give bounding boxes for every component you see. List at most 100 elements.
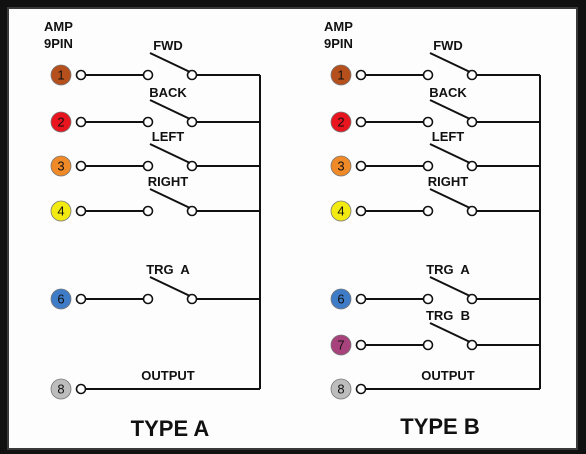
pin-terminal — [355, 205, 367, 217]
pin-number: 1 — [57, 68, 64, 83]
pin-color-dot — [330, 378, 352, 400]
pin-number: 2 — [337, 115, 344, 130]
pin-number: 3 — [337, 159, 344, 174]
switch-left: LEFT — [86, 129, 260, 172]
switch-right: RIGHT — [366, 174, 540, 217]
header-9pin-label: 9PIN — [44, 36, 73, 51]
pin-number: 3 — [57, 159, 64, 174]
switch-blade — [429, 143, 471, 164]
pin-number: 1 — [337, 68, 344, 83]
switch-contact-right — [466, 116, 478, 128]
switch-contact-right — [186, 69, 198, 81]
pin-6: 6 — [330, 288, 367, 310]
pin-terminal — [355, 339, 367, 351]
switch-contact-left — [142, 160, 154, 172]
switch-blade — [149, 143, 191, 164]
switch-contact-right — [466, 293, 478, 305]
switch-contact-right — [186, 293, 198, 305]
pin-6: 6 — [50, 288, 87, 310]
pin-number: 4 — [337, 204, 344, 219]
pin-1: 1 — [330, 64, 367, 86]
switch-contact-left — [142, 69, 154, 81]
switch-blade — [429, 276, 471, 297]
output-line: OUTPUT — [366, 368, 540, 390]
switch-left: LEFT — [366, 129, 540, 172]
output-line: OUTPUT — [86, 368, 260, 390]
switch-blade — [429, 322, 471, 343]
pin-number: 4 — [57, 204, 64, 219]
switch-right: RIGHT — [86, 174, 260, 217]
pin-terminal — [75, 383, 87, 395]
pin-terminal — [75, 69, 87, 81]
pin-terminal — [355, 69, 367, 81]
pin-2: 2 — [330, 111, 367, 133]
pin-color-dot — [50, 200, 72, 222]
switch-fwd: FWD — [86, 38, 260, 81]
pin-3: 3 — [50, 155, 87, 177]
switch-blade — [429, 99, 471, 120]
pin-color-dot — [330, 200, 352, 222]
switch-blade — [149, 99, 191, 120]
switch-contact-left — [422, 69, 434, 81]
switch-blade — [149, 52, 191, 73]
switch-blade — [149, 276, 191, 297]
pin-3: 3 — [330, 155, 367, 177]
switch-contact-right — [466, 160, 478, 172]
pin-color-dot — [50, 155, 72, 177]
pin-terminal — [75, 160, 87, 172]
pin-number: 8 — [57, 382, 64, 397]
pin-terminal — [75, 116, 87, 128]
pin-terminal — [355, 293, 367, 305]
switch-blade — [429, 188, 471, 209]
switch-label: LEFT — [432, 129, 465, 144]
pin-1: 1 — [50, 64, 87, 86]
switch-contact-left — [422, 116, 434, 128]
switch-label: LEFT — [152, 129, 185, 144]
switch-contact-right — [186, 160, 198, 172]
switch-contact-right — [466, 339, 478, 351]
switch-contact-right — [186, 205, 198, 217]
switch-contact-left — [142, 116, 154, 128]
pin-terminal — [75, 205, 87, 217]
switch-label: TRG B — [426, 308, 470, 323]
diagram-title: TYPE A — [131, 416, 210, 441]
switch-contact-right — [466, 69, 478, 81]
pin-4: 4 — [330, 200, 367, 222]
pin-number: 8 — [337, 382, 344, 397]
pin-color-dot — [330, 64, 352, 86]
switch-label: FWD — [433, 38, 463, 53]
switch-contact-left — [142, 205, 154, 217]
pin-number: 7 — [337, 338, 344, 353]
pin-terminal — [355, 383, 367, 395]
switch-label: RIGHT — [148, 174, 189, 189]
switch-contact-left — [422, 160, 434, 172]
switch-contact-left — [142, 293, 154, 305]
switch-label: FWD — [153, 38, 183, 53]
switch-blade — [429, 52, 471, 73]
pin-7: 7 — [330, 334, 367, 356]
pin-color-dot — [330, 111, 352, 133]
header-9pin-label: 9PIN — [324, 36, 353, 51]
pin-8: 8 — [330, 378, 367, 400]
switch-back: BACK — [366, 85, 540, 128]
switch-fwd: FWD — [366, 38, 540, 81]
pin-color-dot — [50, 288, 72, 310]
output-label: OUTPUT — [421, 368, 475, 383]
pin-color-dot — [330, 334, 352, 356]
switch-contact-left — [422, 205, 434, 217]
pin-4: 4 — [50, 200, 87, 222]
diagram-title: TYPE B — [400, 414, 479, 439]
switch-trg-a: TRG A — [86, 262, 260, 305]
switch-blade — [149, 188, 191, 209]
switch-back: BACK — [86, 85, 260, 128]
switch-trg-b: TRG B — [366, 308, 540, 351]
pin-color-dot — [50, 378, 72, 400]
switch-label: BACK — [149, 85, 187, 100]
switch-contact-left — [422, 339, 434, 351]
switch-trg-a: TRG A — [366, 262, 540, 305]
header-amp-label: AMP — [324, 19, 353, 34]
